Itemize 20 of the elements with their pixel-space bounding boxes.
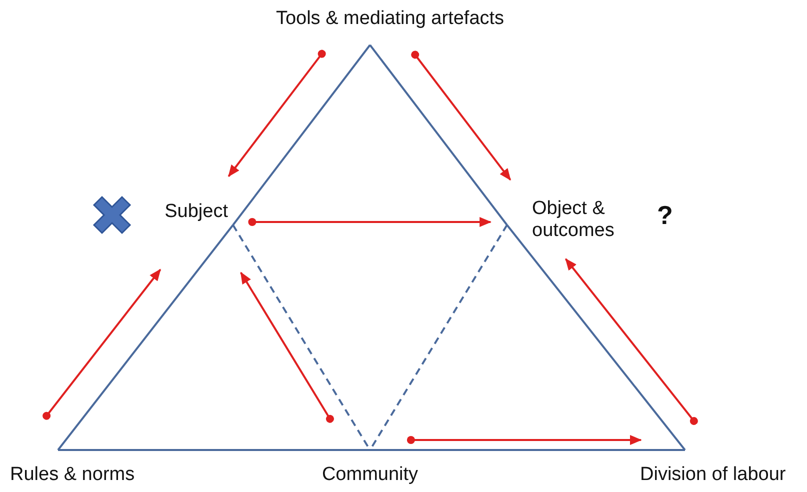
node-label: Division of labour bbox=[640, 464, 787, 486]
arrow bbox=[564, 258, 698, 425]
arrow bbox=[406, 435, 642, 445]
arrow bbox=[228, 50, 326, 177]
node-label: Object & outcomes bbox=[532, 198, 616, 242]
node-label: Community bbox=[320, 464, 420, 486]
node-label: Subject bbox=[164, 201, 228, 223]
node-label: Rules & norms bbox=[10, 464, 136, 486]
line bbox=[506, 224, 686, 451]
line bbox=[232, 44, 371, 226]
line bbox=[58, 449, 370, 451]
arrow bbox=[248, 217, 492, 227]
line bbox=[370, 449, 685, 451]
arrow bbox=[240, 272, 334, 423]
line bbox=[369, 44, 508, 226]
node-label: Tools & mediating artefacts bbox=[274, 8, 506, 30]
question-mark: ? bbox=[657, 200, 673, 230]
line bbox=[57, 224, 234, 451]
arrow bbox=[411, 50, 512, 181]
arrow bbox=[42, 268, 162, 420]
